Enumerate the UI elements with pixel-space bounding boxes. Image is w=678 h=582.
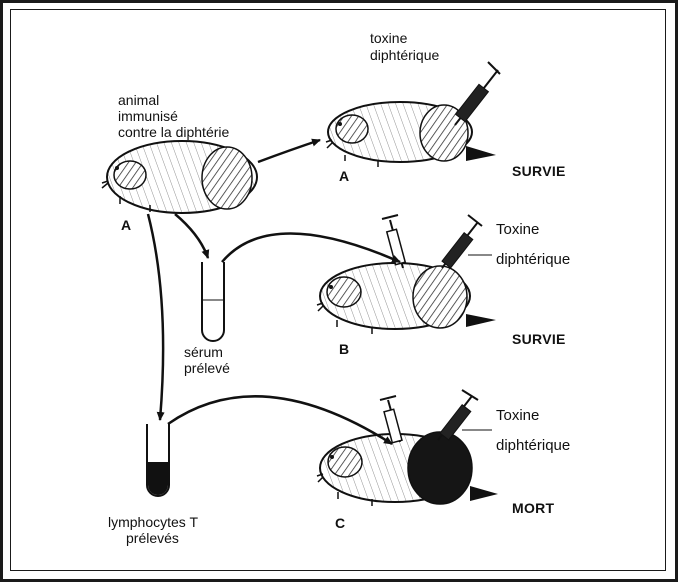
label-animal-line2: immunisé [118,108,178,124]
letter-a-donor: A [121,217,131,233]
label-toxin-a-line2: diphtérique [370,47,439,63]
guinea-pig-c-icon [317,432,472,506]
arrow-donor-to-lymphocytes [148,214,163,420]
pointer-outcome-c-icon [470,486,498,501]
label-toxin-c-line1: Toxine [496,408,539,424]
guinea-pig-recipient-a-icon [326,102,472,167]
serum-tube-icon [202,262,224,341]
outcome-b-survie: SURVIE [512,331,566,347]
label-lymphocytes-line2: prélevés [126,530,179,546]
label-toxin-c-line2: diphtérique [496,438,570,454]
label-animal-line1: animal [118,92,159,108]
letter-a-recipient: A [339,168,349,184]
letter-b: B [339,341,349,357]
arrow-serum-to-b [222,234,400,263]
label-toxin-a-line1: toxine [370,30,407,46]
lymphocytes-tube-icon [147,424,169,496]
label-lymphocytes-line1: lymphocytes T [108,514,198,530]
letter-c: C [335,515,345,531]
syringe-toxin-c-icon [438,390,478,440]
arrow-donor-to-recipient-a [258,140,320,162]
pointer-outcome-a-icon [466,146,496,161]
guinea-pig-donor-a-icon [102,141,257,213]
arrow-donor-to-serum [175,214,208,258]
label-serum-line1: sérum [184,344,223,360]
syringe-toxin-b-icon [442,215,482,268]
outcome-a-survie: SURVIE [512,163,566,179]
label-serum-line2: prélevé [184,360,230,376]
outcome-c-mort: MORT [512,500,554,516]
pointer-outcome-b-icon [466,314,496,327]
label-toxin-b-line2: diphtérique [496,252,570,268]
label-toxin-b-line1: Toxine [496,222,539,238]
label-animal-line3: contre la diphtérie [118,124,229,140]
arrow-lymphocytes-to-c [168,396,392,444]
syringe-toxin-a-icon [455,62,500,125]
guinea-pig-b-icon [317,263,470,334]
